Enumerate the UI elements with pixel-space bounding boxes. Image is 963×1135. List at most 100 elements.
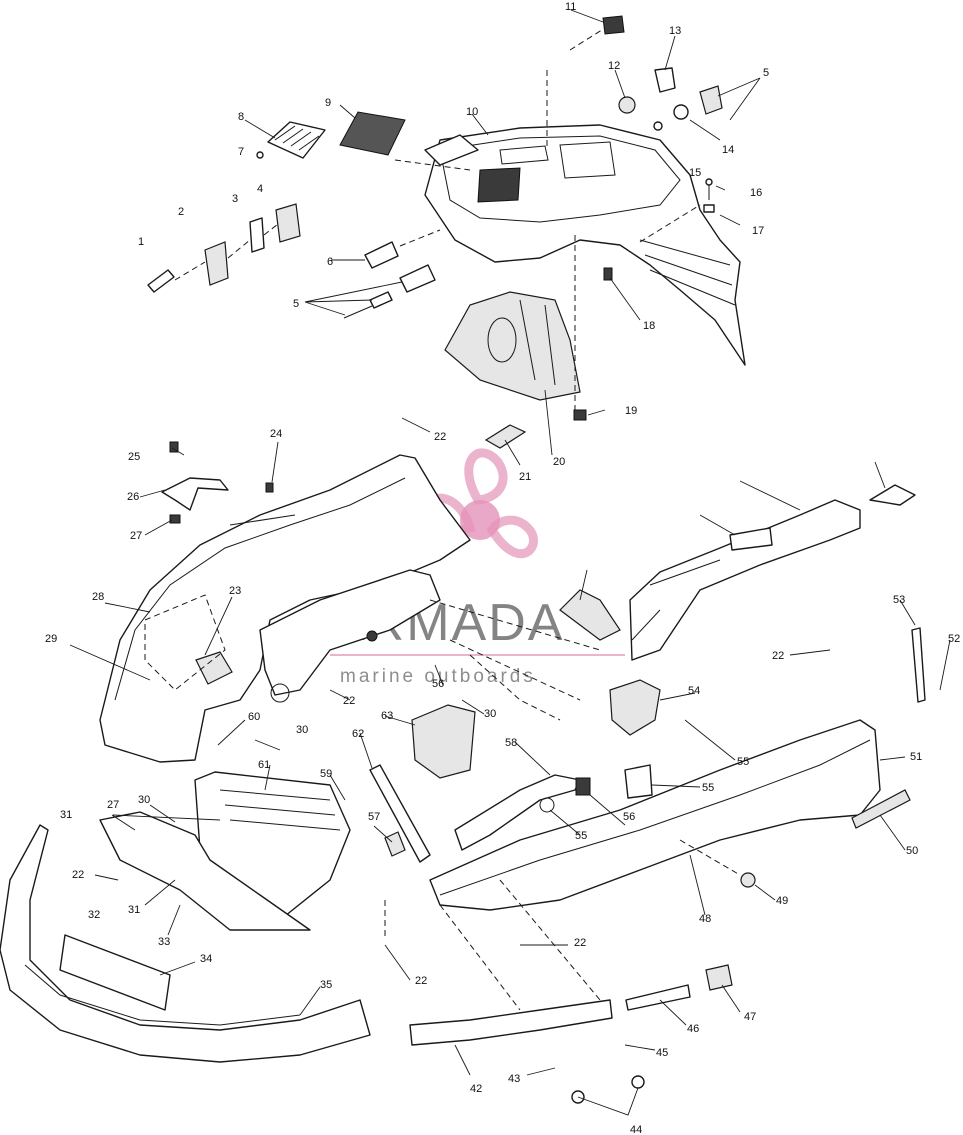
callout-22-a: 22 bbox=[434, 431, 446, 443]
callout-37: 43 bbox=[508, 1073, 520, 1085]
callout-32: 32 bbox=[88, 909, 100, 921]
part-6-plug[interactable] bbox=[364, 241, 399, 269]
leader-lines bbox=[69, 9, 951, 1116]
callout-22-e: 22 bbox=[574, 937, 586, 949]
callout-45: 51 bbox=[910, 751, 922, 763]
callout-29: 29 bbox=[45, 633, 57, 645]
callout-25: 25 bbox=[128, 451, 140, 463]
part-21-bracket[interactable] bbox=[484, 424, 527, 449]
callout-42: 48 bbox=[699, 913, 711, 925]
callout-47: 53 bbox=[893, 594, 905, 606]
part-5-spring[interactable] bbox=[369, 291, 393, 309]
callout-46: 52 bbox=[948, 633, 960, 645]
part-13-latch[interactable] bbox=[654, 67, 676, 93]
part-4-lens[interactable] bbox=[275, 203, 301, 243]
part-57-rail[interactable] bbox=[369, 764, 431, 863]
part-24-screw bbox=[265, 482, 274, 493]
part-5-block[interactable] bbox=[399, 264, 436, 293]
part-36-skid[interactable] bbox=[409, 999, 613, 1046]
callout-30-c: 30 bbox=[138, 794, 150, 806]
callout-51: 56 bbox=[623, 811, 635, 823]
part-14-washer[interactable] bbox=[673, 104, 689, 120]
part-2-housing[interactable] bbox=[204, 241, 229, 286]
part-58-bracket[interactable] bbox=[411, 704, 476, 779]
callout-44: 50 bbox=[906, 845, 918, 857]
callout-40: 46 bbox=[687, 1023, 699, 1035]
callout-22-b: 22 bbox=[772, 650, 784, 662]
callout-3: 3 bbox=[232, 193, 238, 205]
callout-4: 4 bbox=[257, 183, 263, 195]
part-50-mount[interactable] bbox=[624, 764, 653, 799]
part-28-nose-pan[interactable] bbox=[99, 454, 471, 763]
nose-pan-assembly bbox=[99, 441, 601, 931]
part-35-bumper[interactable] bbox=[0, 824, 371, 1063]
callout-33: 33 bbox=[158, 936, 170, 948]
callout-5-top: 5 bbox=[763, 67, 769, 79]
callout-12: 12 bbox=[608, 60, 620, 72]
part-23-scoop[interactable] bbox=[195, 651, 233, 685]
callout-38: 44 bbox=[630, 1124, 642, 1135]
callout-15: 15 bbox=[689, 167, 701, 179]
part-45-bumper[interactable] bbox=[429, 719, 881, 911]
propeller-icon bbox=[464, 448, 508, 505]
part-32-label[interactable] bbox=[59, 934, 171, 1011]
callout-22-d: 22 bbox=[72, 869, 84, 881]
callout-8: 8 bbox=[238, 111, 244, 123]
part-44-strip[interactable] bbox=[851, 789, 911, 829]
watermark-tagline: marine outboards bbox=[340, 666, 536, 687]
front-bumper-assembly bbox=[0, 824, 733, 1104]
hood-inner-cowl bbox=[444, 291, 581, 401]
callout-41: 47 bbox=[744, 1011, 756, 1023]
propeller-hub-icon bbox=[460, 500, 500, 540]
callout-11: 11 bbox=[565, 1, 576, 13]
callout-21: 21 bbox=[519, 471, 531, 483]
part-53-strap[interactable] bbox=[454, 774, 581, 851]
part-54-bumper-pad[interactable] bbox=[384, 831, 406, 857]
callout-43: 49 bbox=[776, 895, 788, 907]
part-17-nut bbox=[703, 204, 715, 213]
part-40-plate[interactable] bbox=[625, 984, 691, 1011]
callout-55-a: 60 bbox=[248, 711, 260, 723]
callout-7: 7 bbox=[238, 146, 244, 158]
callout-13: 13 bbox=[669, 25, 681, 37]
callout-39: 45 bbox=[656, 1047, 668, 1059]
part-12-knob[interactable] bbox=[618, 96, 636, 114]
part-47-strut[interactable] bbox=[911, 627, 926, 703]
callout-5-left: 5 bbox=[293, 298, 299, 310]
callout-50: 55 bbox=[702, 782, 714, 794]
callout-52: 55 bbox=[575, 830, 587, 842]
part-1-bolt[interactable] bbox=[147, 269, 175, 293]
part-59-grommet bbox=[366, 630, 378, 642]
hood-side-rail bbox=[424, 134, 479, 166]
callout-49: 55 bbox=[737, 756, 749, 768]
callout-23: 23 bbox=[229, 585, 241, 597]
callout-57: 62 bbox=[352, 728, 364, 740]
part-60-bracket[interactable] bbox=[559, 589, 621, 641]
part-3-plate[interactable] bbox=[249, 217, 265, 253]
part-63-clip[interactable] bbox=[869, 484, 916, 506]
callout-6: 6 bbox=[327, 256, 333, 268]
part-11-clip[interactable] bbox=[602, 15, 625, 35]
side-panel-assembly bbox=[429, 484, 926, 911]
callout-10: 10 bbox=[466, 106, 478, 118]
part-8-vent-grille[interactable] bbox=[267, 121, 326, 159]
callout-27-a: 27 bbox=[130, 530, 142, 542]
part-5-bracket-top[interactable] bbox=[699, 85, 723, 115]
callout-36: 42 bbox=[470, 1083, 482, 1095]
callout-16: 16 bbox=[750, 187, 762, 199]
part-31-deflector[interactable] bbox=[99, 811, 311, 931]
callout-27-b: 27 bbox=[107, 799, 119, 811]
callout-54: 57 bbox=[368, 811, 380, 823]
callout-34: 34 bbox=[200, 953, 212, 965]
part-19-nut bbox=[573, 409, 587, 421]
part-41-block[interactable] bbox=[705, 964, 733, 991]
part-61-label[interactable] bbox=[729, 527, 773, 551]
hood-vent-pad bbox=[477, 167, 521, 203]
part-26-shield[interactable] bbox=[161, 477, 229, 511]
part-48-hinge[interactable] bbox=[609, 679, 661, 736]
part-9-filter-pad[interactable] bbox=[339, 111, 406, 156]
callout-22-c: 22 bbox=[343, 695, 355, 707]
callout-14: 14 bbox=[722, 144, 734, 156]
part-18-fastener bbox=[603, 267, 613, 281]
